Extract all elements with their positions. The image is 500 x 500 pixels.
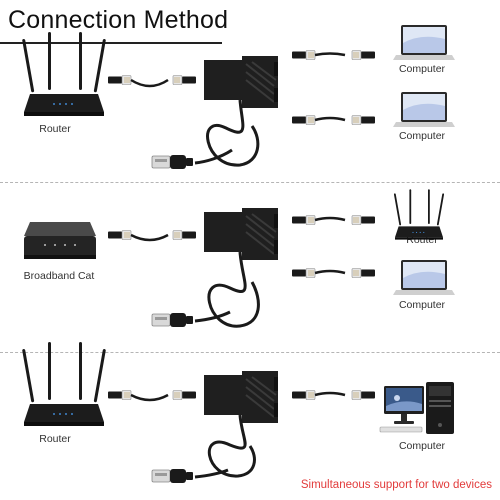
- desktop-computer-icon: [379, 382, 454, 434]
- output-label-computer-2b: Computer: [398, 299, 446, 311]
- laptop-icon: [393, 92, 455, 127]
- source-label-router-3: Router: [39, 433, 71, 445]
- laptop-icon: [393, 260, 455, 295]
- ethernet-cable-in-1: [107, 75, 197, 88]
- title-underline: [0, 42, 222, 44]
- usb-cable-2: [151, 251, 260, 328]
- ethernet-cable-out-2a: [291, 215, 376, 225]
- usb-cable-1: [151, 99, 260, 170]
- router-icon: [22, 32, 106, 116]
- ethernet-cable-out-3: [291, 390, 376, 400]
- router-icon: [22, 342, 106, 426]
- ethernet-cable-in-3: [107, 390, 197, 402]
- usb-cable-3: [151, 414, 256, 484]
- broadband-modem-icon: [24, 222, 96, 259]
- page-title: Connection Method: [8, 6, 229, 34]
- output-label-computer-1a: Computer: [398, 63, 446, 75]
- section-divider-1: [0, 182, 500, 183]
- output-label-computer-3: Computer: [398, 440, 446, 452]
- ethernet-cable-out-1a: [291, 50, 376, 60]
- ethernet-cable-in-2: [107, 230, 197, 242]
- output-label-computer-1b: Computer: [398, 130, 446, 142]
- router-icon: [393, 189, 445, 240]
- source-label-router-1: Router: [39, 123, 71, 135]
- section-divider-2: [0, 352, 500, 353]
- laptop-icon: [393, 25, 455, 60]
- ethernet-cable-out-1b: [291, 115, 376, 125]
- footer-note: Simultaneous support for two devices: [300, 479, 492, 491]
- ethernet-cable-out-2b: [291, 268, 376, 278]
- source-label-broadband: Broadband Cat: [23, 270, 95, 282]
